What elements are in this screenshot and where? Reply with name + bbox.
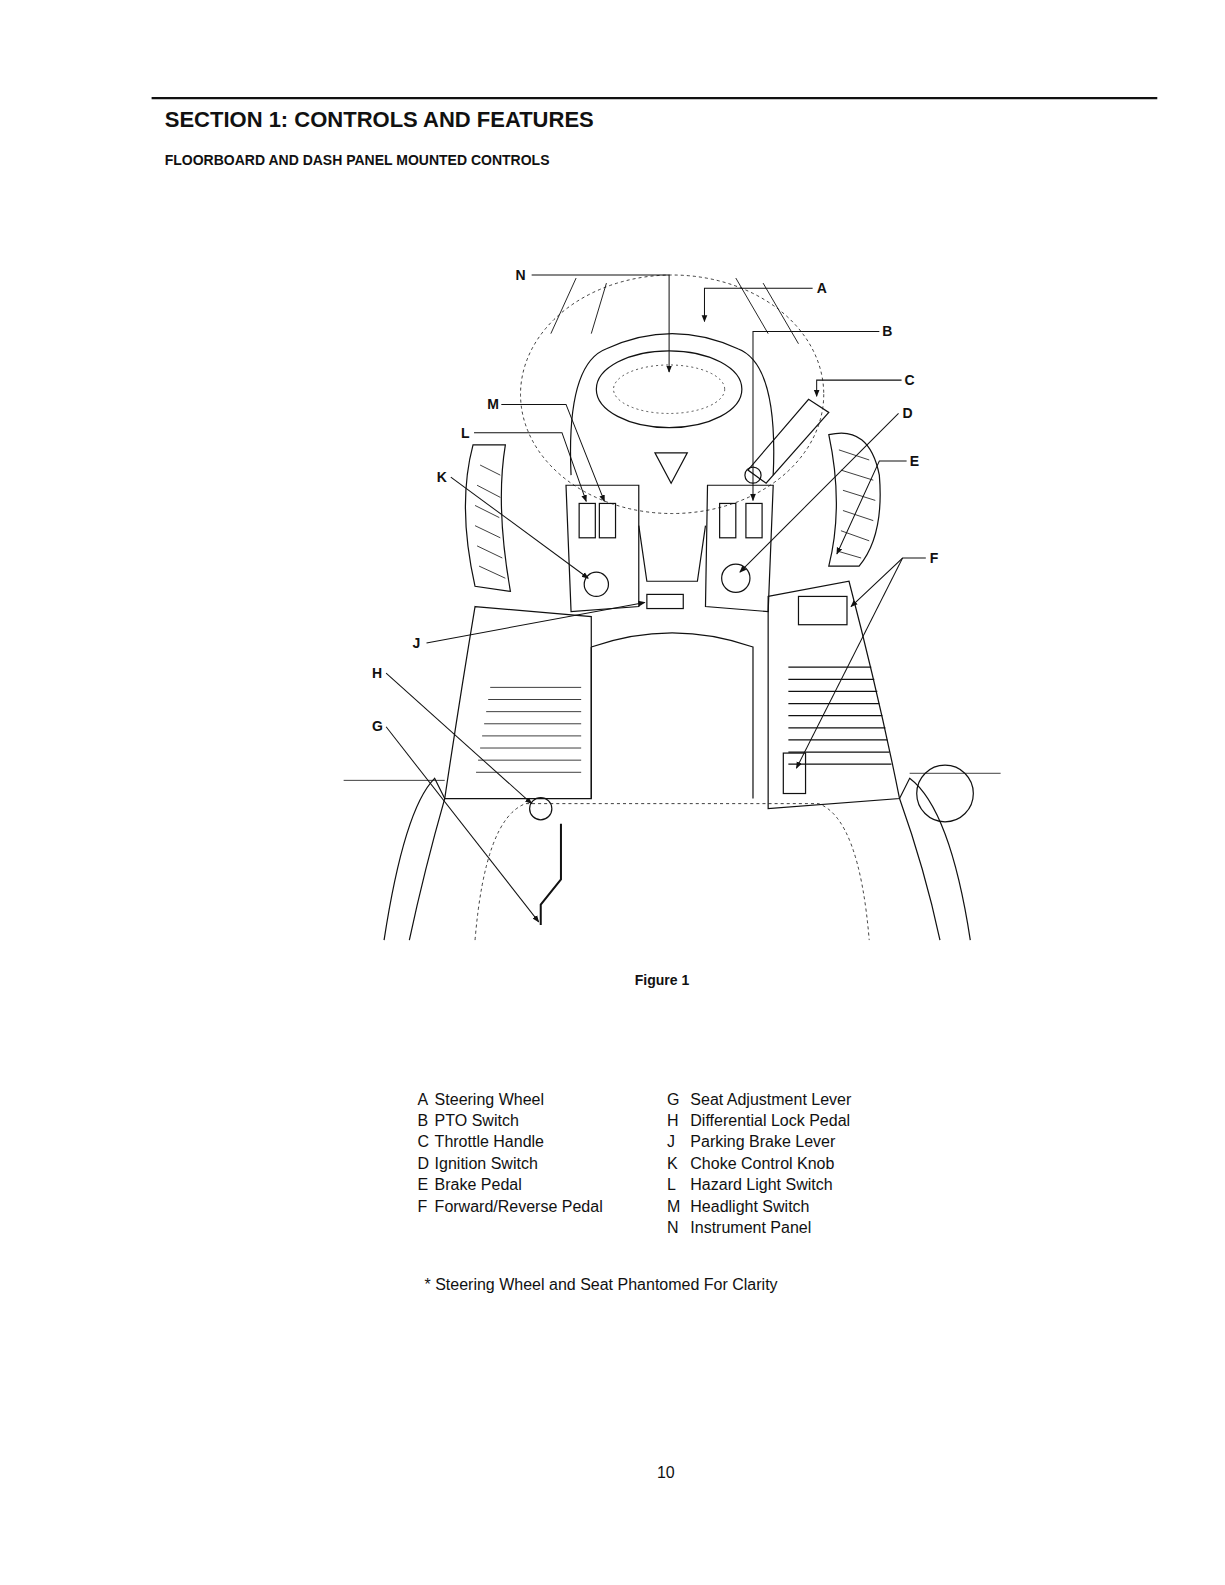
key-letter: D	[417, 1155, 429, 1173]
key-letter: G	[667, 1091, 679, 1109]
parking-brake-lever	[647, 594, 683, 608]
callout-letter: L	[461, 425, 470, 441]
key-name: Choke Control Knob	[690, 1155, 834, 1173]
ignition-switch	[722, 564, 750, 592]
key-letter: B	[417, 1112, 428, 1130]
note: * Steering Wheel and Seat Phantomed For …	[425, 1276, 778, 1294]
key-letter: C	[417, 1133, 429, 1151]
callout-letter: K	[437, 469, 447, 485]
key-letter: H	[667, 1112, 679, 1130]
key-name: Seat Adjustment Lever	[690, 1091, 851, 1109]
callout-letter: D	[903, 405, 913, 421]
callout-letter: N	[515, 267, 525, 283]
key-name: Steering Wheel	[435, 1091, 544, 1109]
hazard-switch	[579, 503, 595, 537]
key-name: Headlight Switch	[690, 1198, 809, 1216]
callout-letter: B	[882, 323, 892, 339]
key-name: Forward/Reverse Pedal	[435, 1198, 603, 1216]
steering-column	[655, 453, 687, 483]
left-fender	[384, 778, 445, 940]
key-name: Parking Brake Lever	[690, 1133, 835, 1151]
key-name: Hazard Light Switch	[690, 1176, 832, 1194]
key-name: Throttle Handle	[435, 1133, 544, 1151]
forward-reverse-pedal	[783, 753, 805, 793]
callout-letter: J	[412, 635, 420, 651]
tunnel-top	[639, 526, 706, 582]
callout-letter: A	[817, 280, 827, 296]
right-fender	[900, 778, 971, 940]
steering-wheel-phantom	[521, 275, 824, 514]
headlight-switch	[599, 503, 615, 537]
callout-letter: H	[372, 665, 382, 681]
center-tunnel	[591, 633, 753, 799]
key-name: Instrument Panel	[690, 1219, 811, 1237]
illustration-lines	[152, 98, 1158, 940]
key-name: PTO Switch	[435, 1112, 519, 1130]
rear-wheel-cap	[917, 765, 974, 822]
pto-switch	[746, 503, 762, 537]
callout-letter: G	[372, 718, 383, 734]
differential-lock-pedal	[530, 798, 552, 820]
callout-letter: E	[910, 453, 919, 469]
gauge	[614, 365, 725, 414]
key-letter: K	[667, 1155, 678, 1173]
key-letter: E	[417, 1176, 428, 1194]
key-letter: J	[667, 1133, 675, 1151]
floorboards	[445, 581, 900, 808]
left-console	[566, 485, 639, 611]
key-letter: N	[667, 1219, 679, 1237]
subtitle: FLOORBOARD AND DASH PANEL MOUNTED CONTRO…	[165, 152, 550, 168]
front-tires	[465, 433, 880, 591]
callout-letter: M	[487, 396, 499, 412]
callout-letter: C	[905, 372, 915, 388]
key-letter: L	[667, 1176, 676, 1194]
choke-knob	[584, 572, 608, 596]
page-number: 10	[657, 1464, 675, 1482]
seat-phantom	[475, 804, 869, 940]
blank-switch	[720, 503, 736, 537]
leader-lines	[386, 275, 926, 922]
key-letter: F	[417, 1198, 427, 1216]
figure-caption: Figure 1	[635, 972, 689, 988]
dash-panel	[570, 334, 773, 476]
key-letter: M	[667, 1198, 680, 1216]
brake-pedal	[798, 596, 847, 624]
key-name: Differential Lock Pedal	[690, 1112, 850, 1130]
key-name: Brake Pedal	[435, 1176, 522, 1194]
seat-lever	[541, 824, 561, 925]
section-title: SECTION 1: CONTROLS AND FEATURES	[165, 107, 594, 132]
callout-letter: F	[930, 550, 939, 566]
key-letter: A	[417, 1091, 428, 1109]
key-name: Ignition Switch	[435, 1155, 538, 1173]
header-rule	[152, 97, 1158, 99]
